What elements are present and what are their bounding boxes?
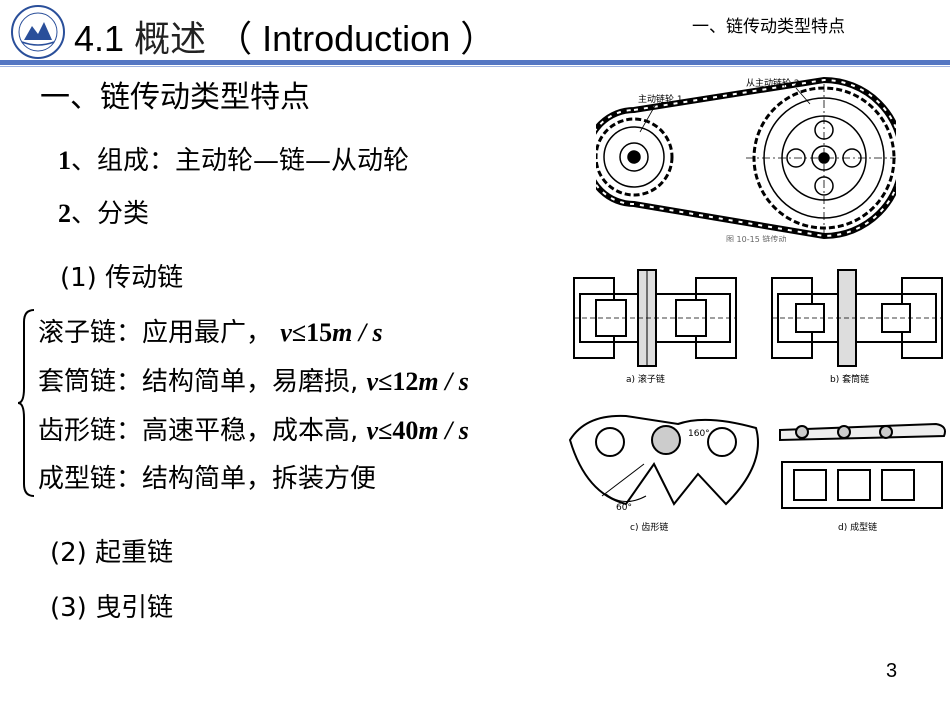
driven-sprocket (746, 84, 896, 234)
section-tag: 一、链传动类型特点 (692, 17, 845, 37)
angle-60-label: 60° (616, 503, 632, 513)
chain-types-figure: a) 滚子链 b) 套筒链 160° 60° c) 齿形链 d) 成型链 (568, 269, 946, 533)
caption-formed-chain: d) 成型链 (838, 521, 877, 533)
driver-sprocket (596, 117, 674, 197)
header-rule (0, 60, 950, 65)
angle-160-label: 160° (688, 429, 710, 439)
caption-roller-chain: a) 滚子链 (626, 373, 665, 385)
left-brace-icon (17, 309, 35, 497)
chain-row-label: 滚子链：应用最广， (38, 318, 273, 348)
item1-text: 、组成：主动轮—链—从动轮 (71, 146, 410, 176)
section-heading: 一、链传动类型特点 (40, 80, 310, 115)
title-chinese: 概述 (134, 19, 207, 60)
formula-limit: ≤12 (378, 367, 419, 396)
formula-v: v (366, 367, 379, 396)
title-number: 4.1 (74, 18, 125, 59)
subitem-lifting-chain: (2) 起重链 (50, 538, 174, 568)
chain-row-silent: 齿形链：高速平稳，成本高, v≤40m / s (38, 410, 469, 447)
item2-number: 2 (58, 199, 71, 228)
formula-limit: ≤40 (378, 416, 419, 445)
chain-row-label: 套筒链：结构简单，易磨损, (38, 367, 359, 397)
item1-number: 1 (58, 146, 71, 175)
chain-row-label: 成型链：结构简单，拆装方便 (38, 464, 377, 494)
item2-text: 、分类 (71, 199, 150, 229)
silent-chain-drawing (568, 414, 759, 506)
label-driver-sprocket: 主动链轮 1 (638, 93, 683, 105)
chain-row-roller: 滚子链：应用最广， v≤15m / s (38, 312, 383, 349)
chain-drive-figure: 主动链轮 1 从主动链轮 2 图 10-15 链传动 (596, 76, 896, 242)
roller-chain-drawing (573, 269, 737, 367)
formula-unit: m / s (418, 416, 469, 445)
chain-row-formed: 成型链：结构简单，拆装方便 (38, 458, 376, 495)
leader-line (795, 87, 811, 105)
leader-line (639, 103, 657, 133)
bush-chain-drawing (771, 269, 943, 367)
figure1-caption: 图 10-15 链传动 (726, 234, 786, 242)
chain-row-label: 齿形链：高速平稳，成本高, (38, 416, 359, 446)
formula-limit: ≤15 (291, 318, 333, 347)
formula-unit: m / s (332, 318, 383, 347)
caption-silent-chain: c) 齿形链 (630, 521, 668, 533)
chain-loop (596, 76, 896, 240)
formed-chain-drawing (779, 422, 946, 509)
item-classification: 2、分类 (58, 193, 149, 230)
university-logo-icon (11, 5, 65, 59)
caption-bush-chain: b) 套筒链 (830, 373, 869, 385)
formula-v: v (366, 416, 379, 445)
title-english: （ Introduction ） (216, 18, 497, 59)
label-driven-sprocket: 从主动链轮 2 (746, 77, 800, 89)
subitem-transmission-chain: (1) 传动链 (60, 263, 184, 293)
header-rule-thin (0, 66, 950, 67)
formula-v: v (280, 318, 292, 347)
page-number: 3 (886, 660, 898, 682)
subitem-traction-chain: (3) 曳引链 (50, 593, 174, 623)
formula-unit: m / s (418, 367, 469, 396)
page-title: 4.1 概述 （ Introduction ） (74, 10, 496, 62)
chain-row-bush: 套筒链：结构简单，易磨损, v≤12m / s (38, 361, 469, 398)
item-composition: 1、组成：主动轮—链—从动轮 (58, 140, 409, 177)
